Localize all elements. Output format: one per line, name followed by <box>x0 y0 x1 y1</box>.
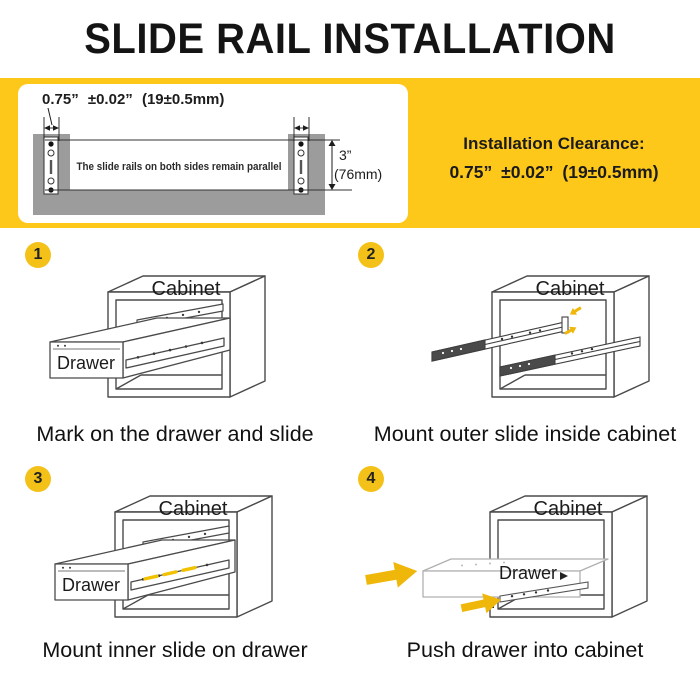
step-2-illustration: Cabinet <box>431 275 650 398</box>
step-3-illustration: Cabinet Drawer <box>54 495 273 618</box>
parallel-note: The slide rails on both sides remain par… <box>77 161 282 173</box>
step-2: 2 Cabinet <box>350 228 700 455</box>
lower-slide-rail <box>499 336 641 377</box>
page-title: SLIDE RAIL INSTALLATION <box>84 15 616 62</box>
push-arrow-icon <box>363 558 420 593</box>
drawer-label: Drawer <box>62 575 120 595</box>
step-caption: Mount inner slide on drawer <box>42 638 308 662</box>
cabinet-label: Cabinet <box>536 278 605 300</box>
cabinet-label: Cabinet <box>159 498 228 520</box>
cabinet-label: Cabinet <box>534 498 603 520</box>
left-slide-rail <box>43 136 59 195</box>
step-caption: Mount outer slide inside cabinet <box>373 422 677 446</box>
step-4-illustration: Cabinet <box>363 495 648 619</box>
drawer-label: Drawer <box>499 563 557 583</box>
step-number-badge: 4 <box>358 466 384 492</box>
installation-steps: 1 Cabinet Drawer Mark on the drawer and … <box>0 228 700 700</box>
height-mm-label: (76mm) <box>334 166 382 182</box>
dimension-label: 0.75” ±0.02” (19±0.5mm) <box>42 91 224 108</box>
title-bar: SLIDE RAIL INSTALLATION <box>0 0 700 78</box>
cabinet-label: Cabinet <box>152 278 221 300</box>
height-dimension: 3” (76mm) <box>328 140 382 190</box>
right-slide-rail <box>293 136 309 195</box>
left-dimension-arrow <box>43 117 60 141</box>
clearance-text-block: Installation Clearance: 0.75” ±0.02” (19… <box>412 134 696 183</box>
drawer-label: Drawer <box>57 353 115 373</box>
step-4: 4 Cabinet <box>350 455 700 700</box>
clearance-value: 0.75” ±0.02” (19±0.5mm) <box>449 162 659 182</box>
height-inches-label: 3” <box>339 147 352 163</box>
step-3: 3 Cabinet Drawer Mount inner slide on dr… <box>0 455 350 700</box>
drawer-cross-section <box>33 134 325 215</box>
step-number-badge: 3 <box>25 466 51 492</box>
clearance-diagram: 0.75” ±0.02” (19±0.5mm) <box>33 91 382 215</box>
right-dimension-arrow <box>293 117 310 141</box>
clearance-heading: Installation Clearance: <box>463 134 645 153</box>
clearance-diagram-card: 0.75” ±0.02” (19±0.5mm) <box>18 84 408 223</box>
step-number-badge: 2 <box>358 242 384 268</box>
step-1-illustration: Cabinet Drawer <box>49 275 266 398</box>
clearance-banner: 0.75” ±0.02” (19±0.5mm) <box>0 78 700 228</box>
step-caption: Push drawer into cabinet <box>406 638 644 662</box>
step-caption: Mark on the drawer and slide <box>36 422 314 446</box>
rail-highlight-dashes <box>143 565 197 581</box>
upper-slide-rail <box>431 316 569 362</box>
step-number-badge: 1 <box>25 242 51 268</box>
step-1: 1 Cabinet Drawer Mark on the drawer and … <box>0 228 350 455</box>
drawer-handle-mark <box>560 572 568 580</box>
leader-line <box>47 107 53 126</box>
